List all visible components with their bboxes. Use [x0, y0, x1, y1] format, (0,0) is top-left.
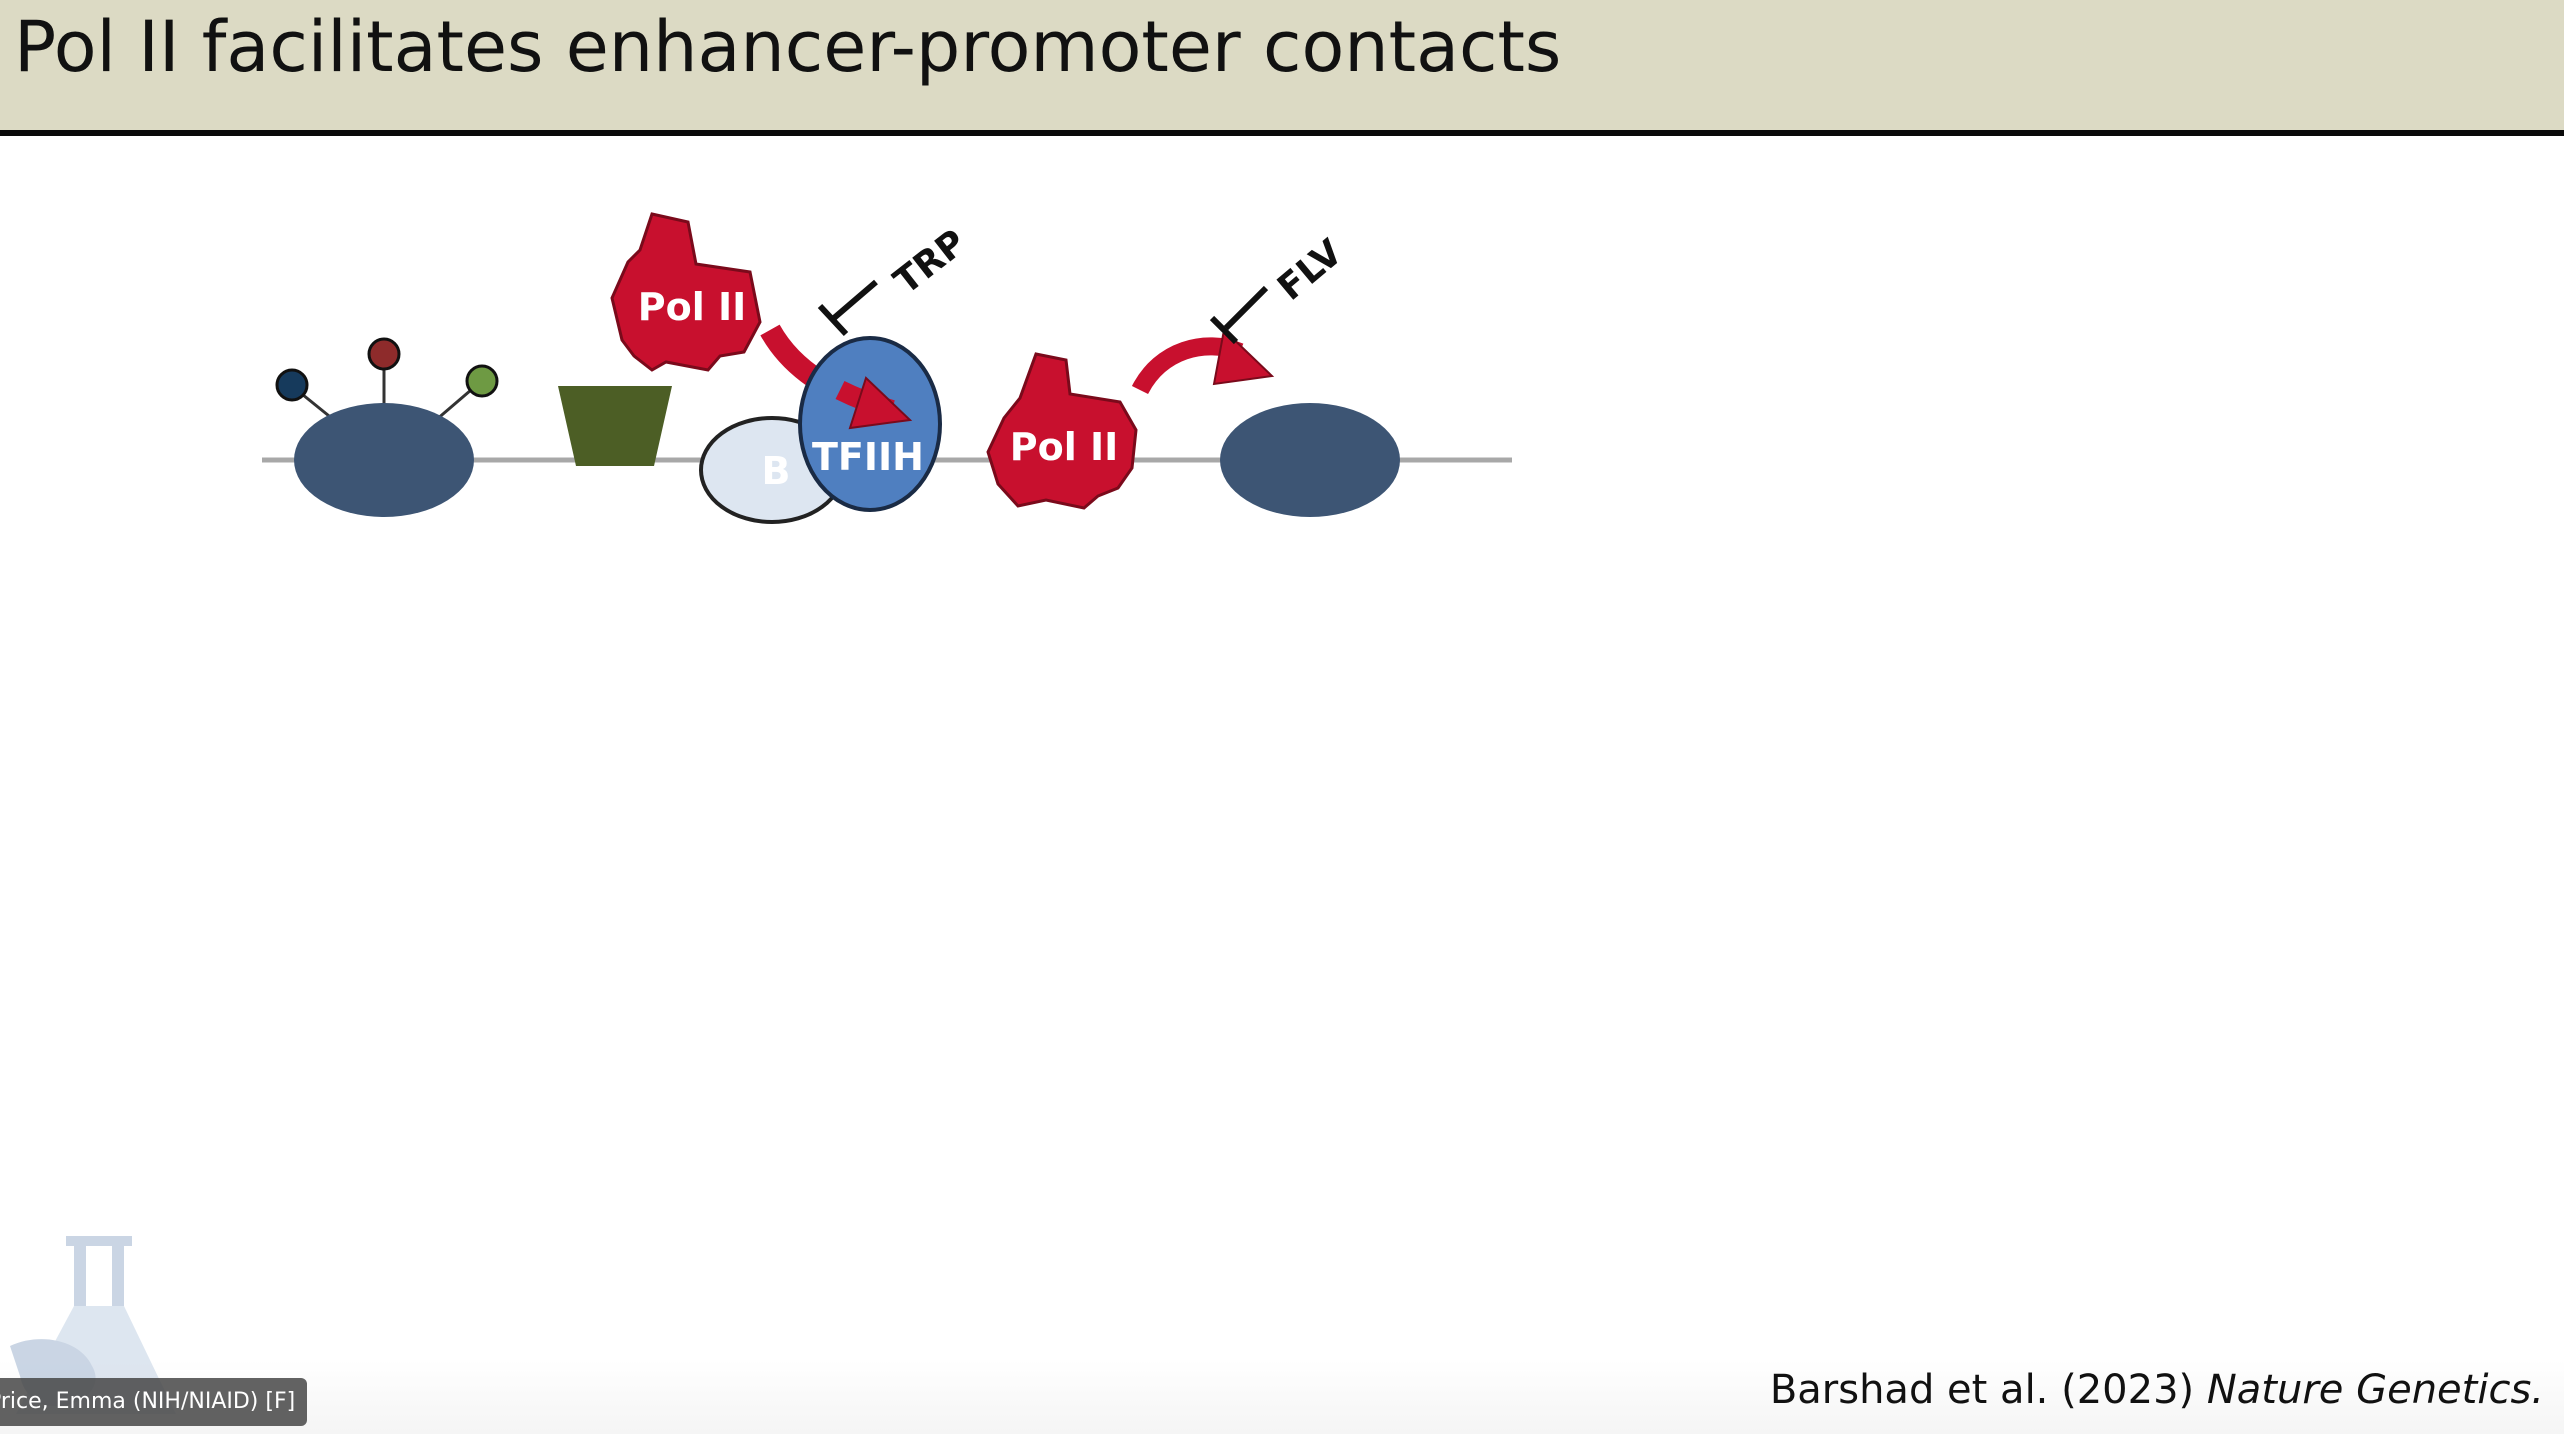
- downstream-nucleosome: [1220, 403, 1400, 517]
- tfiih-label: TFIIH: [812, 435, 924, 479]
- participant-name-tag: Price, Emma (NIH/NIAID) [F]: [0, 1378, 308, 1426]
- slide-title: Pol II facilitates enhancer-promoter con…: [14, 6, 1562, 88]
- pol2-to-tfiih-arrowhead-front: [848, 376, 913, 430]
- pol2-promoter-label: Pol II: [1010, 425, 1119, 469]
- participant-name: Price, Emma (NIH/NIAID) [F]: [0, 1389, 296, 1414]
- enhancer-nucleosome: [275, 337, 499, 517]
- pol2-release-arrowhead: [1212, 327, 1275, 386]
- citation-journal: Nature Genetics.: [2206, 1367, 2544, 1413]
- citation-authors: Barshad et al. (2023): [1769, 1367, 2195, 1413]
- flv-inhibitor: FLV: [1209, 232, 1351, 345]
- pol2-enhancer: Pol II: [610, 212, 762, 372]
- title-bar: Pol II facilitates enhancer-promoter con…: [0, 0, 2564, 136]
- pol2-promoter: Pol II: [986, 352, 1138, 510]
- histone-mark-blue: [275, 368, 309, 402]
- histone-mark-red: [367, 337, 401, 371]
- bottom-fade: [0, 1360, 2564, 1434]
- enhancer-binding-factor: [558, 386, 672, 466]
- histone-mark-green: [465, 364, 499, 398]
- trp-label: TRP: [887, 222, 974, 303]
- tfiib-label: B: [762, 449, 791, 493]
- trp-inhibitor: TRP: [817, 222, 974, 337]
- citation: Barshad et al. (2023) Nature Genetics.: [1770, 1362, 2544, 1418]
- flv-label: FLV: [1270, 232, 1350, 309]
- pol2-enhancer-label: Pol II: [638, 285, 747, 329]
